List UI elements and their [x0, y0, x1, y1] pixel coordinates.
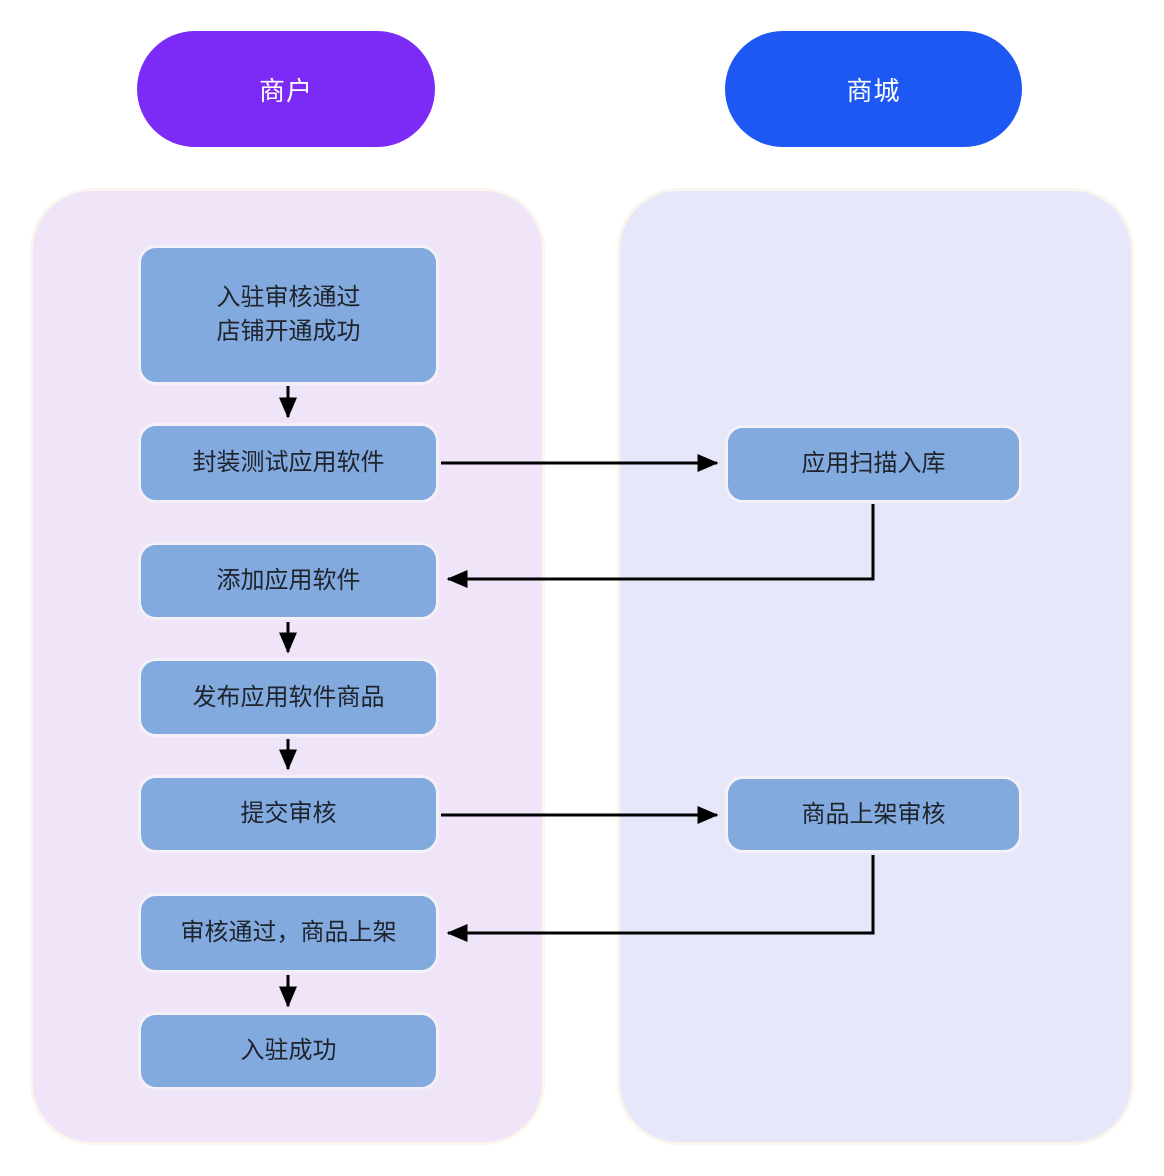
node-merchant-publish-app-product: 发布应用软件商品 [138, 658, 439, 737]
node-merchant-review-passed-listed: 审核通过，商品上架 [138, 893, 439, 973]
node-label: 审核通过，商品上架 [180, 919, 397, 947]
node-merchant-submit-review: 提交审核 [138, 775, 439, 853]
mall-lane-background [617, 188, 1134, 1145]
mall-lane-header: 商城 [725, 31, 1022, 147]
node-label: 添加应用软件 [216, 567, 361, 595]
node-merchant-entry-approved: 入驻审核通过 店铺开通成功 [138, 245, 439, 385]
node-mall-app-scan-inbound: 应用扫描入库 [725, 425, 1022, 503]
node-merchant-package-test-app: 封装测试应用软件 [138, 423, 439, 503]
node-label: 应用扫描入库 [801, 450, 946, 478]
node-label: 提交审核 [240, 800, 337, 828]
merchant-lane-header-label: 商户 [258, 75, 313, 106]
node-label: 商品上架审核 [801, 800, 946, 828]
merchant-lane-header: 商户 [137, 31, 435, 147]
node-label: 发布应用软件商品 [192, 683, 385, 711]
node-merchant-entry-success: 入驻成功 [138, 1012, 439, 1090]
node-mall-product-listing-review: 商品上架审核 [725, 776, 1022, 853]
node-merchant-add-app: 添加应用软件 [138, 542, 439, 620]
node-label: 封装测试应用软件 [192, 449, 385, 477]
node-label: 入驻成功 [240, 1037, 337, 1065]
mall-lane-header-label: 商城 [846, 75, 901, 106]
node-label: 入驻审核通过 店铺开通成功 [216, 284, 361, 345]
